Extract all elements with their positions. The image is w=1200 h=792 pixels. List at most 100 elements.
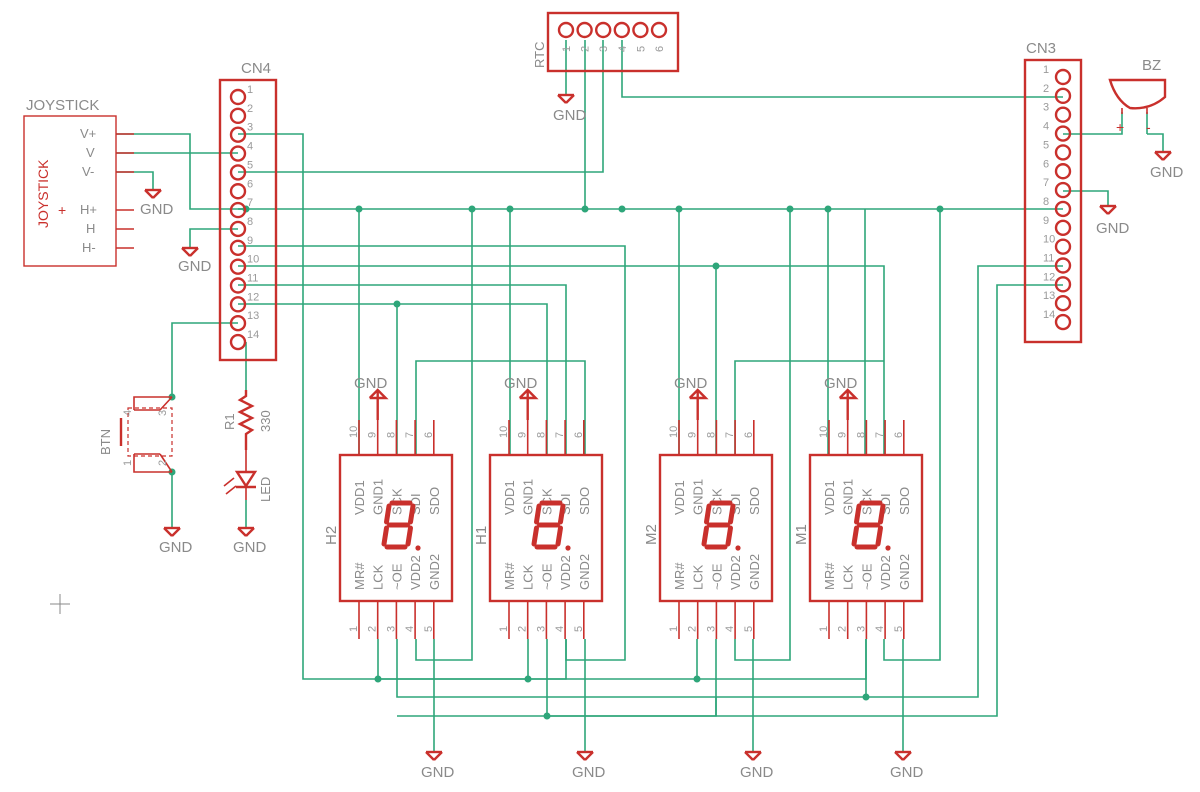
cn4-pin <box>229 107 247 125</box>
wire-cn4-5 <box>238 40 604 173</box>
junction <box>468 205 476 213</box>
display-pin-number-bottom: 5 <box>743 626 755 632</box>
ground-label: GND <box>159 539 193 556</box>
cn3-pin-number: 9 <box>1043 215 1049 227</box>
ground-icon: GND <box>890 750 924 781</box>
joystick-pin-v: V <box>86 145 95 160</box>
display-pin-name-bottom: LCK <box>371 564 386 590</box>
cn3-pin <box>1054 219 1072 237</box>
led-triangle <box>234 470 258 489</box>
wire-m1-sdo <box>734 209 791 661</box>
rtc-pin <box>576 21 593 39</box>
cn3-pin <box>1054 87 1072 105</box>
cn3-pin-number: 12 <box>1043 271 1055 283</box>
cn3-pin <box>1054 181 1072 199</box>
display-pin-name-bottom: GND2 <box>427 554 442 590</box>
led-label: LED <box>258 477 273 502</box>
cn3-pin <box>1054 200 1072 218</box>
display-pin-name-bottom: ~OE <box>389 563 404 590</box>
cn3-pin-number: 14 <box>1043 309 1055 321</box>
joystick-pin-vminus: V- <box>82 164 94 179</box>
display-name: H1 <box>473 526 490 545</box>
display-pin-number-top: 7 <box>404 432 416 438</box>
display-h1: H1101VDD1MR#92GND1LCK83SCK~OE74SDIVDD265… <box>473 420 604 639</box>
display-pin-name-top: VDD1 <box>672 480 687 515</box>
display-pin-number-bottom: 3 <box>705 626 717 632</box>
buzzer-label: BZ <box>1142 57 1161 74</box>
joystick-body <box>23 115 117 267</box>
cn4-pin <box>229 145 247 162</box>
display-pin-number-top: 10 <box>818 426 830 438</box>
cn3-pin <box>1054 295 1072 312</box>
cn3-pin-number: 3 <box>1043 102 1049 114</box>
display-pin-number-bottom: 1 <box>348 626 360 632</box>
rtc-pin-number: 4 <box>617 46 629 52</box>
buzzer-component: BZ + - <box>1108 57 1167 135</box>
cn3-pin-number: 2 <box>1043 83 1049 95</box>
display-pin-number-top: 10 <box>668 426 680 438</box>
cn3-pin-number: 10 <box>1043 234 1055 246</box>
display-pin-number-top: 10 <box>348 426 360 438</box>
ground-label: GND <box>740 764 774 781</box>
ground-icon: GND <box>421 750 455 781</box>
ground-label: GND <box>553 107 587 124</box>
display-pin-name-top: VDD1 <box>822 480 837 515</box>
button-label: BTN <box>98 429 113 455</box>
cn3-pin <box>1054 68 1072 86</box>
display-pin-number-top: 9 <box>367 432 379 438</box>
joystick-pin-hplus: H+ <box>80 202 97 217</box>
display-pin-name-bottom: VDD2 <box>728 555 743 590</box>
display-pin-number-bottom: 4 <box>724 626 736 632</box>
seven-segment-digit-icon <box>531 500 566 550</box>
ground-label: GND <box>233 539 267 556</box>
display-pin-number-top: 10 <box>498 426 510 438</box>
led-ray-1 <box>223 477 235 487</box>
display-pin-number-top: 9 <box>517 432 529 438</box>
joystick-body-label: JOYSTICK <box>35 159 51 228</box>
wire-sdo-940 <box>883 209 941 661</box>
ground-icon: GND <box>354 375 389 420</box>
ground-label: GND <box>178 258 212 275</box>
cn4-pin <box>229 88 247 106</box>
ground-icon: GND <box>553 93 587 124</box>
ground-label: GND <box>824 375 858 392</box>
button-lead-4 <box>133 396 172 410</box>
display-name: H2 <box>323 526 340 545</box>
cn4-pin <box>229 164 247 181</box>
cn3-label: CN3 <box>1026 40 1056 57</box>
ground-icon: GND <box>1096 204 1130 237</box>
rtc-body <box>546 11 680 73</box>
decimal-point-icon <box>885 545 891 551</box>
display-pin-number-bottom: 5 <box>423 626 435 632</box>
ground-icon: GND <box>504 375 539 420</box>
ground-label: GND <box>140 201 174 218</box>
cn4-pin-number: 1 <box>247 84 253 96</box>
wire-cn3-4-bz <box>1063 112 1123 135</box>
ground-label: GND <box>674 375 708 392</box>
rtc-pin <box>650 21 668 39</box>
rtc-pin-number: 1 <box>561 46 573 52</box>
wire-m2-sdi <box>734 360 884 455</box>
display-pin-number-top: 8 <box>855 432 867 438</box>
display-pin-name-bottom: MR# <box>502 562 517 590</box>
junction <box>936 205 944 213</box>
display-pin-name-top: SDO <box>897 487 912 515</box>
display-pin-name-bottom: GND2 <box>897 554 912 590</box>
button-pin-2: 2 <box>157 460 169 466</box>
joystick-pin-leads <box>116 133 134 249</box>
cn4-pin-number: 6 <box>247 178 253 190</box>
ground-symbols: GND GND GND GND GND GND GND GND GND GND GND GND GND G… <box>140 93 1184 781</box>
display-pin-number-top: 7 <box>724 432 736 438</box>
cn4-body <box>218 78 278 362</box>
button-body-dashed <box>127 407 173 457</box>
cn3-pin <box>1054 106 1072 123</box>
wire-cn4-9 <box>238 245 626 661</box>
ground-icon: GND <box>140 188 174 218</box>
junction <box>824 205 832 213</box>
joystick-pin-vplus: V+ <box>80 126 96 141</box>
display-pin-name-bottom: ~OE <box>859 563 874 590</box>
